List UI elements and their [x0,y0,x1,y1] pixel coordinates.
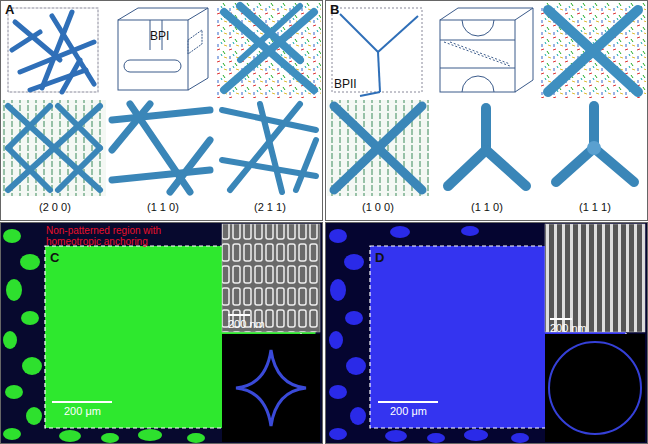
panel-letter: B [330,2,339,17]
miller-index: (1 1 0) [471,201,503,214]
figure-panel: C [0,222,323,444]
panel-letter: A [5,2,14,17]
miller-index: (1 0 0) [362,201,394,214]
figure-panel: B [325,0,648,221]
panel-letter: C [50,250,59,265]
region-note: Non-patterned region with homeotropic an… [46,225,216,247]
scale-label: 200 nm [550,322,587,335]
bp2-unit [440,8,533,92]
bp1-cell [8,8,98,92]
miller-index: (1 1 1) [579,201,611,214]
structure-name: BPI [150,30,169,43]
scale-label: 200 μm [390,405,427,418]
miller-index: (1 1 0) [147,201,179,214]
bp2-cell [332,8,422,96]
scale-label: 200 μm [64,405,101,418]
bp1-unit [118,8,208,90]
panel-letter: D [375,250,384,265]
structure-name: BPII [334,78,357,91]
scale-label: 200 nm [228,318,265,331]
figure-panel: D [325,222,648,444]
miller-index: (2 1 1) [254,201,286,214]
miller-index: (2 0 0) [39,201,71,214]
